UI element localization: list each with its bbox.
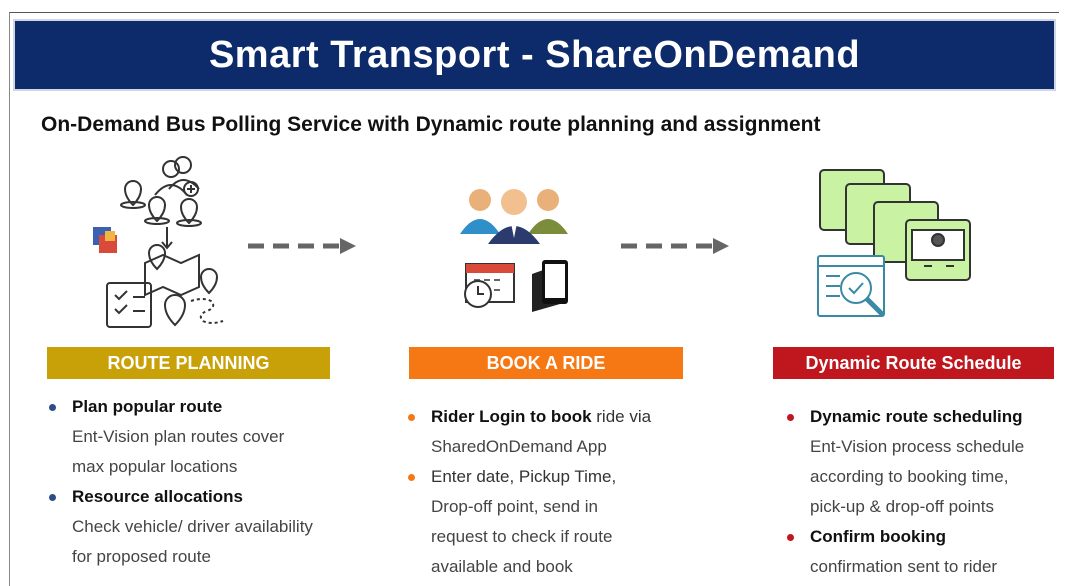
subtitle: On-Demand Bus Polling Service with Dynam… (41, 113, 821, 136)
list-item: Confirm booking confirmation sent to rid… (785, 522, 1060, 582)
page-title: Smart Transport - ShareOnDemand (208, 33, 861, 76)
bullet-icon (408, 414, 415, 421)
bullet-icon (49, 404, 56, 411)
book-ride-list: Rider Login to book ride via SharedOnDem… (406, 402, 726, 582)
title-banner: Smart Transport - ShareOnDemand (13, 19, 1056, 91)
list-item: Dynamic route scheduling Ent-Vision proc… (785, 402, 1060, 522)
route-planning-list: Plan popular route Ent-Vision plan route… (47, 392, 367, 572)
inspection-icon (817, 255, 885, 317)
dynamic-route-schedule-header: Dynamic Route Schedule (773, 347, 1054, 379)
flow-arrow (621, 238, 729, 254)
list-item: Rider Login to book ride via SharedOnDem… (406, 402, 726, 462)
cube-icon (93, 227, 117, 253)
bullet-icon (787, 534, 794, 541)
dynamic-schedule-illustration (817, 169, 971, 317)
book-ride-illustration (460, 189, 568, 312)
route-planning-illustration (93, 156, 224, 328)
people-icon (460, 189, 568, 244)
phone-tablet-icon (532, 260, 568, 312)
dynamic-schedule-list: Dynamic route scheduling Ent-Vision proc… (785, 402, 1060, 582)
user-group-pin-icon (120, 156, 202, 250)
book-ride-header: BOOK A RIDE (409, 347, 683, 379)
bullet-icon (49, 494, 56, 501)
list-item: Enter date, Pickup Time, Drop-off point,… (406, 462, 726, 582)
route-planning-header: ROUTE PLANNING (47, 347, 330, 379)
slide-frame (9, 12, 1059, 586)
bullet-icon (787, 414, 794, 421)
list-item: Resource allocations Check vehicle/ driv… (47, 482, 367, 572)
route-map-icon (106, 244, 224, 328)
calendar-clock-icon (464, 263, 515, 308)
bus-fleet-icon (819, 169, 971, 281)
flow-arrow (248, 238, 356, 254)
bullet-icon (408, 474, 415, 481)
list-item: Plan popular route Ent-Vision plan route… (47, 392, 367, 482)
